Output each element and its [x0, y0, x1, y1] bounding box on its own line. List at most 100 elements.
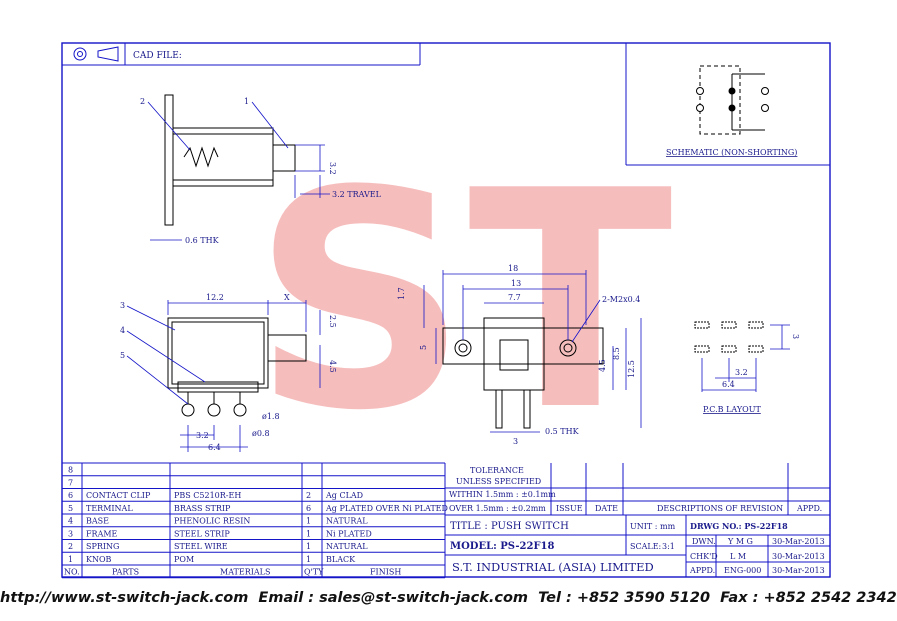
tolerance-subtitle: UNLESS SPECIFIED — [456, 477, 541, 486]
pcb-layout: 3 3.2 6.4 P.C.B LAYOUT — [694, 321, 800, 414]
bom-cell-part: FRAME — [86, 529, 118, 538]
unit-value: mm — [660, 522, 676, 531]
bom-cell-qty: 1 — [306, 542, 311, 551]
bom-cell-no: 1 — [68, 555, 73, 564]
callout-5: 5 — [120, 351, 125, 360]
projection-circle-icon — [73, 47, 87, 61]
scale-label: SCALE: — [630, 542, 661, 551]
bom-cell-no: 8 — [68, 466, 73, 475]
dim-span: 6.4 — [208, 443, 221, 452]
pcb-dim-row: 3 — [791, 334, 800, 339]
chkd-label: CHK'D — [690, 552, 718, 561]
bom-header-finish: FINISH — [370, 568, 401, 577]
front-view: 12.2 X 2.5 4.5 3 4 5 ø1.8 ø0.8 3.2 6.4 — [120, 293, 337, 452]
bom-cell-part: KNOB — [86, 555, 112, 564]
dim-4-5: 4.5 — [328, 360, 337, 373]
cad-file-header: CAD FILE: — [62, 43, 421, 66]
bom-header-no: NO. — [64, 568, 80, 577]
bom-cell-part: CONTACT CLIP — [86, 491, 151, 500]
descriptions-header: DESCRIPTIONS OF REVISION — [657, 504, 783, 513]
top-view: 18 13 7.7 2-M2x0.4 1.7 5 4.5 8.5 12.5 3 … — [397, 264, 642, 446]
thk-label: 0.5 THK — [545, 427, 580, 436]
bom-cell-no: 6 — [68, 491, 73, 500]
contact-footer: http://www.st-switch-jack.com Email : sa… — [0, 590, 897, 606]
date-header: DATE — [595, 504, 618, 513]
pcb-dim-width: 6.4 — [722, 380, 735, 389]
technical-drawing: ST CAD FILE: SCHEMATIC (NON-SHORTING) — [61, 42, 831, 579]
thickness-label: 0.6 THK — [185, 236, 220, 245]
appd-date: 30-Mar-2013 — [772, 566, 825, 575]
bom-cell-part: TERMINAL — [86, 504, 133, 513]
dim-12-5: 12.5 — [627, 360, 636, 378]
tolerance-over: OVER 1.5mm : ±0.2mm — [449, 504, 546, 513]
bom-cell-part: BASE — [86, 517, 109, 526]
dim-8-5: 8.5 — [612, 347, 621, 360]
bom-cell-part: SPRING — [86, 542, 119, 551]
dim-1-7: 1.7 — [397, 287, 406, 300]
dim-pin: ø0.8 — [252, 429, 270, 438]
unit-label: UNIT : — [630, 522, 657, 531]
bom-cell-material: PBS C5210R-EH — [174, 491, 241, 500]
issue-header: ISSUE — [556, 504, 583, 513]
schematic-label: SCHEMATIC (NON-SHORTING) — [666, 148, 797, 157]
dim-13: 13 — [511, 279, 521, 288]
dim-7-7: 7.7 — [508, 293, 521, 302]
drawing-title: TITLE : PUSH SWITCH — [450, 521, 569, 532]
scale-value: 3:1 — [662, 542, 675, 551]
dim-x: X — [284, 293, 290, 302]
cad-file-label: CAD FILE: — [133, 51, 182, 61]
callout-1: 1 — [244, 97, 249, 106]
bom-cell-finish: NATURAL — [326, 517, 368, 526]
bom-header-qty: Q'TY — [304, 568, 324, 577]
tolerance-title: TOLERANCE — [470, 466, 524, 475]
dim-pitch: 3.2 — [196, 431, 209, 440]
drawing-border — [61, 42, 831, 578]
chkd-value: L M — [730, 552, 746, 561]
appd-header: APPD. — [796, 504, 822, 513]
callout-3: 3 — [120, 301, 125, 310]
bom-cell-material: STEEL WIRE — [174, 542, 228, 551]
callout-2: 2 — [140, 97, 145, 106]
side-view: 2 1 3.2 3.2 TRAVEL 0.6 THK — [140, 94, 382, 245]
pcb-dim-pitch: 3.2 — [735, 368, 748, 377]
bom-cell-material: POM — [174, 555, 194, 564]
model-label: MODEL: PS-22F18 — [450, 541, 555, 552]
screw-label: 2-M2x0.4 — [602, 295, 640, 304]
bom-cell-qty: 1 — [306, 555, 311, 564]
bom-cell-qty: 1 — [306, 517, 311, 526]
projection-cone-icon — [97, 46, 119, 62]
bom-cell-qty: 1 — [306, 529, 311, 538]
bom-cell-finish: BLACK — [326, 555, 356, 564]
dim-18: 18 — [508, 264, 518, 273]
schematic-box: SCHEMATIC (NON-SHORTING) — [625, 43, 830, 166]
dim-5: 5 — [419, 345, 428, 350]
title-block: TOLERANCE UNLESS SPECIFIED WITHIN 1.5mm … — [444, 463, 830, 577]
callout-4: 4 — [120, 326, 125, 335]
appd-label: APPD. — [689, 566, 715, 575]
bom-header-material: MATERIALS — [220, 568, 270, 577]
chkd-date: 30-Mar-2013 — [772, 552, 825, 561]
dwn-value: Y M G — [727, 537, 753, 546]
bom-cell-qty: 2 — [306, 491, 311, 500]
dim-hole: ø1.8 — [262, 412, 280, 421]
bill-of-materials: 8 7 6 CONTACT CLIP PBS C5210R-EH 2 Ag CLAD 5 TER… — [61, 462, 448, 579]
dim-plunger: 3.2 — [328, 162, 337, 175]
appd-value: ENG-000 — [724, 566, 761, 575]
bom-cell-material: STEEL STRIP — [174, 529, 230, 538]
bom-cell-material: PHENOLIC RESIN — [174, 517, 250, 526]
dwn-date: 30-Mar-2013 — [772, 537, 825, 546]
dim-width: 12.2 — [206, 293, 224, 302]
tolerance-within: WITHIN 1.5mm : ±0.1mm — [449, 490, 556, 499]
bom-cell-no: 7 — [68, 478, 73, 487]
bom-cell-finish: Ag PLATED OVER Ni PLATED — [325, 504, 448, 513]
bom-cell-no: 5 — [68, 504, 73, 513]
pcb-label: P.C.B LAYOUT — [703, 405, 761, 414]
company-name: S.T. INDUSTRIAL (ASIA) LIMITED — [452, 560, 654, 574]
bom-cell-finish: Ni PLATED — [326, 529, 372, 538]
bom-cell-no: 3 — [68, 529, 73, 538]
bom-cell-finish: Ag CLAD — [325, 491, 363, 500]
bom-cell-material: BRASS STRIP — [174, 504, 231, 513]
bom-header-part: PARTS — [112, 568, 139, 577]
travel-label: 3.2 TRAVEL — [332, 190, 382, 199]
bom-cell-qty: 6 — [306, 504, 311, 513]
